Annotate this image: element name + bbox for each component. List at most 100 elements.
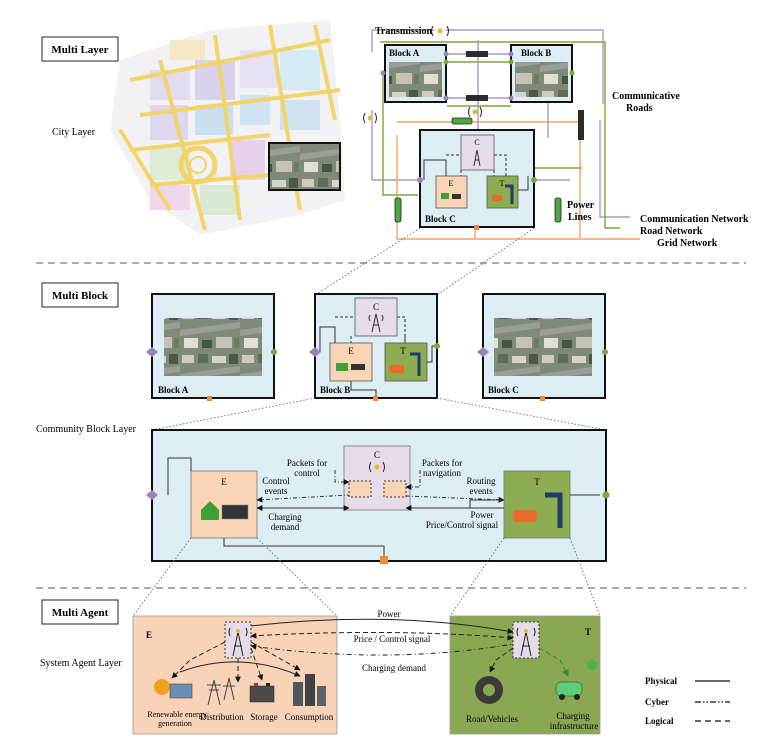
city-layer-label: City Layer xyxy=(52,127,96,138)
community-t-label: T xyxy=(534,477,540,487)
port-orange xyxy=(474,225,479,230)
mid-t-node xyxy=(384,342,428,382)
tower-icon xyxy=(368,313,384,333)
charging-infra-label-2: infrastructure xyxy=(550,721,598,731)
port-green xyxy=(271,349,277,355)
tower-icon xyxy=(473,149,481,167)
port-green xyxy=(602,491,610,499)
mid-block-c-label: Block C xyxy=(488,385,519,395)
tower-icon xyxy=(228,627,248,657)
packets-control-label-2: control xyxy=(294,468,320,478)
car-icon xyxy=(492,195,502,201)
sun-icon xyxy=(154,679,193,699)
transmission-icon-mid xyxy=(468,106,482,118)
packets-control-label-1: Packets for xyxy=(287,458,327,468)
tower-icon xyxy=(516,627,536,657)
house-icon xyxy=(201,501,219,520)
power-cable xyxy=(451,117,473,125)
port-orange xyxy=(207,396,212,401)
transmission-icon-left xyxy=(363,112,377,124)
port-green xyxy=(531,177,537,183)
house-icon xyxy=(441,193,449,199)
network-lines xyxy=(371,29,640,240)
antenna-icon xyxy=(369,461,385,473)
car-icon xyxy=(390,365,404,373)
distribution-label: Distribution xyxy=(200,712,244,722)
pylon-icon xyxy=(207,677,235,706)
port-orange xyxy=(540,396,545,401)
top-block-b-photo xyxy=(515,62,568,97)
mid-t-label: T xyxy=(400,346,406,356)
mid-e-label: E xyxy=(348,346,354,356)
communicative-roads-label-1: Communicative xyxy=(612,91,680,102)
cable-connector xyxy=(466,95,488,101)
grid-network-label: Grid Network xyxy=(657,238,718,249)
multi-layer-section: Multi Layer City Layer xyxy=(41,20,749,249)
power-label-community: Power xyxy=(471,510,494,520)
community-c-label: C xyxy=(374,450,380,460)
transmission-icon xyxy=(431,25,449,37)
agent-t-label: T xyxy=(585,627,591,637)
city-aerial-photo xyxy=(268,142,341,191)
community-e-label: E xyxy=(221,477,227,487)
c-e-subnode xyxy=(348,480,372,498)
mid-c-node xyxy=(354,297,398,337)
top-block-a-photo xyxy=(389,62,442,97)
routing-events-label-2: events xyxy=(470,486,493,496)
agent-power-label: Power xyxy=(378,609,401,619)
city-map xyxy=(110,20,345,235)
power-cable xyxy=(554,197,562,223)
roundabout-icon xyxy=(475,676,503,704)
power-cable xyxy=(394,197,402,223)
control-events-label-1: Control xyxy=(262,476,290,486)
port-purple xyxy=(146,490,158,500)
control-events-label-2: events xyxy=(265,486,288,496)
cable-connector xyxy=(466,51,488,57)
mid-block-b-label: Block B xyxy=(320,385,350,395)
multi-block-title: Multi Block xyxy=(52,290,109,302)
agent-e-controller xyxy=(224,621,252,659)
legend-logical-label: Logical xyxy=(645,716,674,726)
solar-panel-icon xyxy=(351,364,365,370)
solar-panel-icon xyxy=(452,194,461,199)
packets-nav-label-2: navigation xyxy=(423,468,461,478)
communicative-roads-label-2: Roads xyxy=(626,103,653,114)
system-agent-layer-label: System Agent Layer xyxy=(40,658,122,669)
port-orange xyxy=(380,556,388,564)
multi-layer-title: Multi Layer xyxy=(51,44,108,56)
community-block-layer-label: Community Block Layer xyxy=(36,424,137,435)
charger-icon xyxy=(410,352,421,376)
charging-infra-label-1: Charging xyxy=(556,711,590,721)
port-purple xyxy=(146,347,158,357)
agent-charging-demand-label: Charging demand xyxy=(362,663,427,673)
buildings-icon xyxy=(293,674,326,706)
top-t-label: T xyxy=(500,179,505,188)
car-icon xyxy=(513,510,537,522)
transmission-label: Transmission xyxy=(375,26,432,37)
battery-icon xyxy=(249,683,275,703)
top-block-c-label: Block C xyxy=(425,214,456,224)
price-control-label-community: Price/Control signal xyxy=(426,520,499,530)
port-orange xyxy=(373,396,378,401)
legend-physical-label: Physical xyxy=(645,676,678,686)
charging-demand-label-1: Charging xyxy=(268,512,302,522)
mid-block-a-photo xyxy=(164,318,262,376)
multi-layer-label-box xyxy=(41,36,119,62)
renewable-label-1: Renewable energy xyxy=(147,710,206,719)
port-green xyxy=(602,349,608,355)
legend: Physical Cyber Logical xyxy=(645,676,730,726)
renewable-label-2: generation xyxy=(158,719,192,728)
legend-cyber-label: Cyber xyxy=(645,697,669,707)
community-c-node xyxy=(343,445,411,511)
agent-t-controller xyxy=(512,621,540,659)
top-e-node xyxy=(435,175,468,209)
routing-events-label-1: Routing xyxy=(466,476,496,486)
mid-block-c-photo xyxy=(494,318,592,376)
top-c-label: C xyxy=(474,138,479,147)
mid-c-label: C xyxy=(373,302,379,312)
port-purple xyxy=(309,347,321,357)
multi-agent-section: Multi Agent System Agent Layer E xyxy=(40,537,730,735)
multi-agent-title: Multi Agent xyxy=(52,607,109,619)
mid-block-a-label: Block A xyxy=(158,385,189,395)
community-e-node xyxy=(190,470,258,539)
